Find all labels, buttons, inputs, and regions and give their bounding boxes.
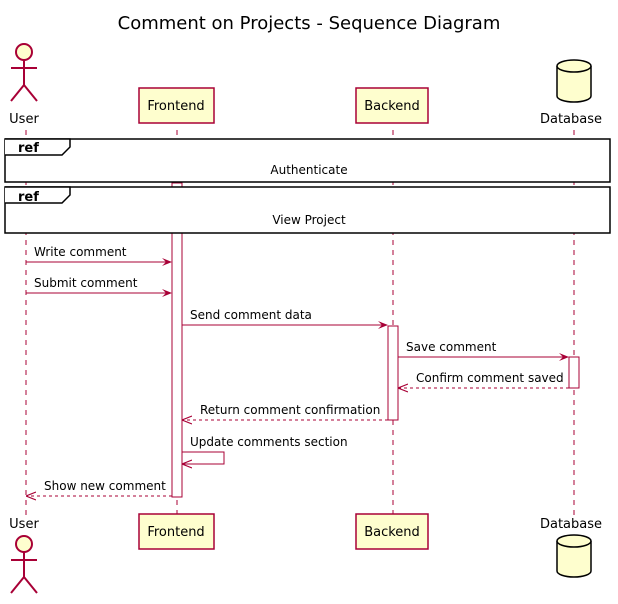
message-write-comment: Write comment (26, 245, 172, 266)
stick-figure-icon (10, 535, 38, 594)
activation-frontend (171, 182, 183, 498)
message-send-comment-data: Send comment data (182, 308, 388, 329)
svg-text:Return comment confirmation: Return comment confirmation (200, 403, 380, 417)
participant-label-user: User (9, 112, 39, 127)
participant-frontend-bottom: Frontend (138, 513, 215, 550)
participant-label-frontend: Frontend (147, 525, 204, 540)
database-cylinder-icon (556, 59, 592, 103)
ref-frame-authenticate: ref Authenticate (4, 138, 611, 183)
participant-label-backend: Backend (364, 99, 420, 114)
participants-top: User Frontend Backend Database (9, 43, 602, 127)
actor-user-bottom: User (9, 517, 39, 594)
activation-database (568, 356, 580, 389)
activation-bars (171, 182, 580, 498)
messages: Write comment Submit comment Send commen… (26, 245, 569, 496)
svg-text:Save comment: Save comment (406, 340, 497, 354)
message-save-comment: Save comment (398, 340, 569, 361)
ref-label-view-project: View Project (272, 213, 346, 227)
svg-text:Submit comment: Submit comment (34, 276, 138, 290)
participant-label-database: Database (540, 112, 602, 127)
message-return-comment-confirmation: Return comment confirmation (183, 403, 388, 420)
database-cylinder-icon (556, 534, 592, 578)
svg-text:Write comment: Write comment (34, 245, 127, 259)
svg-text:Confirm comment saved: Confirm comment saved (416, 371, 564, 385)
participant-database-top: Database (540, 59, 602, 127)
ref-tag: ref (18, 190, 39, 205)
message-confirm-comment-saved: Confirm comment saved (399, 371, 569, 388)
participant-label-backend: Backend (364, 525, 420, 540)
activation-backend (387, 325, 399, 421)
message-submit-comment: Submit comment (26, 276, 172, 297)
ref-frame-view-project: ref View Project (4, 186, 611, 234)
svg-text:Send comment data: Send comment data (190, 308, 312, 322)
actor-user-top: User (9, 43, 39, 127)
ref-label-authenticate: Authenticate (270, 163, 347, 177)
participant-backend-top: Backend (355, 87, 429, 124)
svg-text:Update comments section: Update comments section (190, 435, 348, 449)
participant-backend-bottom: Backend (355, 513, 429, 550)
participant-label-database: Database (540, 517, 602, 532)
participant-frontend-top: Frontend (138, 87, 215, 124)
participant-label-frontend: Frontend (147, 99, 204, 114)
participant-label-user: User (9, 517, 39, 532)
stick-figure-icon (10, 43, 38, 102)
message-update-comments-section: Update comments section (182, 435, 348, 464)
svg-text:Show new comment: Show new comment (44, 479, 166, 493)
diagram-title: Comment on Projects - Sequence Diagram (118, 13, 501, 34)
participants-bottom: User Frontend Backend Database (9, 513, 602, 594)
message-show-new-comment: Show new comment (27, 479, 172, 496)
ref-tag: ref (18, 141, 39, 156)
participant-database-bottom: Database (540, 517, 602, 578)
